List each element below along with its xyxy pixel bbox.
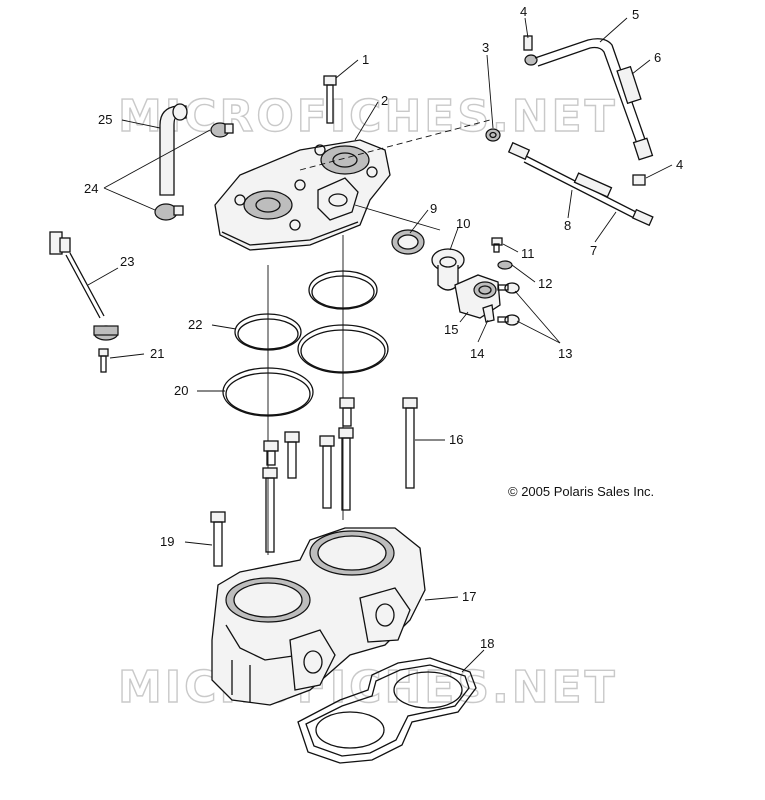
grommet (93, 325, 119, 341)
thermostat-o-ring (391, 229, 425, 255)
thermostat (431, 248, 465, 291)
thermostat-screw (491, 237, 503, 253)
callout-9: 9 (430, 201, 437, 216)
thermostat-seal (497, 260, 513, 270)
callout-6: 6 (654, 50, 661, 65)
callout-8: 8 (564, 218, 571, 233)
callout-17: 17 (462, 589, 476, 604)
callout-7: 7 (590, 243, 597, 258)
callout-24: 24 (84, 181, 98, 196)
fitting-top (523, 35, 538, 66)
callout-11: 11 (521, 246, 535, 261)
cylinder-bolt-group (262, 397, 355, 553)
hose-clamp-lower (154, 203, 184, 221)
sensor-cable (507, 141, 654, 227)
callout-18: 18 (480, 636, 494, 651)
callout-19: 19 (160, 534, 174, 549)
head-bolt (323, 75, 337, 124)
callout-20: 20 (174, 383, 188, 398)
callout-4-right: 4 (676, 157, 683, 172)
cylinder-bolt-short (210, 511, 226, 567)
housing-bolt-upper (497, 282, 520, 294)
callout-16: 16 (449, 432, 463, 447)
callout-5: 5 (632, 7, 639, 22)
copyright-notice: © 2005 Polaris Sales Inc. (508, 484, 654, 499)
callout-labels: 1 2 3 4 4 5 6 7 8 9 10 11 12 13 14 15 16… (84, 4, 683, 651)
housing-bolt-lower (497, 314, 520, 326)
sealing-washer (485, 128, 501, 142)
callout-10: 10 (456, 216, 470, 231)
watermark-bottom: MICROFICHES.NET (118, 662, 618, 713)
callout-3: 3 (482, 40, 489, 55)
cylinder-head (214, 139, 391, 251)
callout-21-22: 22 (188, 317, 202, 332)
callout-4-top: 4 (520, 4, 527, 19)
hose-clamp-upper (210, 122, 234, 138)
callout-12: 12 (538, 276, 552, 291)
callout-1: 1 (362, 52, 369, 67)
housing-clip (482, 304, 495, 323)
callout-23: 23 (120, 254, 134, 269)
callout-13: 13 (558, 346, 572, 361)
sensor-bolt (98, 348, 109, 373)
leader-lines (87, 17, 673, 673)
base-gasket (297, 657, 477, 764)
cylinder-stud-long (402, 397, 418, 489)
callout-25: 25 (98, 112, 112, 127)
fitting-right (632, 174, 646, 186)
callout-15: 15 (444, 322, 458, 337)
callout-14: 14 (470, 346, 484, 361)
watermark-top: MICROFICHES.NET (118, 91, 618, 142)
callout-21: 21 (150, 346, 164, 361)
cylinder-block (211, 527, 426, 706)
callout-2: 2 (381, 93, 388, 108)
temperature-sensor-lead (49, 231, 105, 319)
